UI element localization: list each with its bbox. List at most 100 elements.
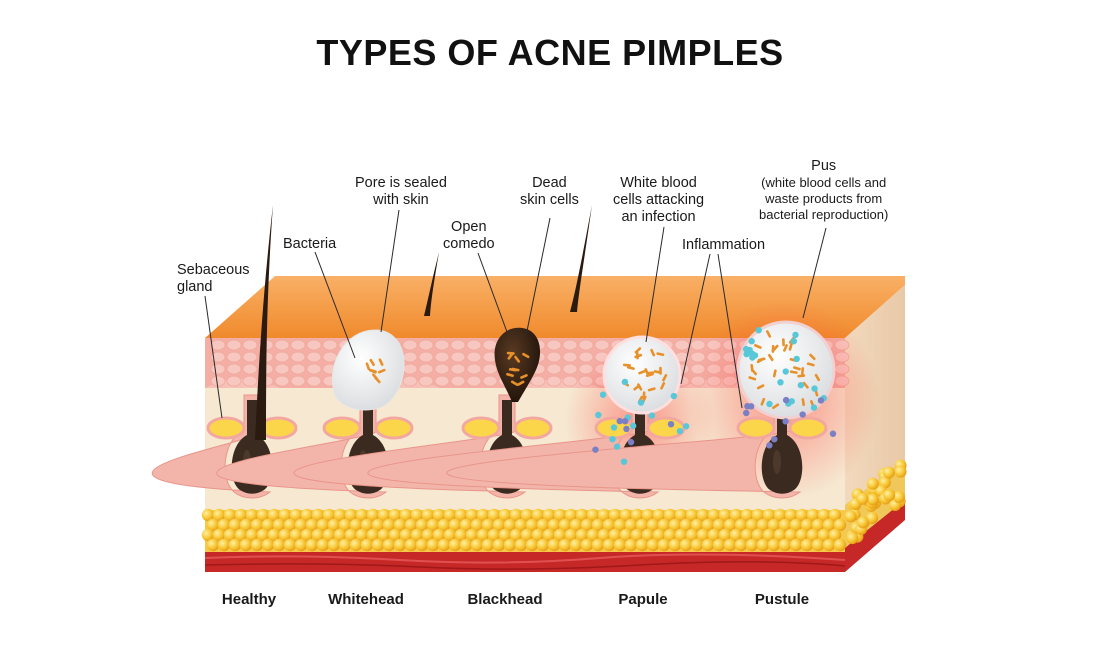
fat-cell — [256, 508, 270, 522]
fat-cell — [245, 508, 259, 522]
white-blood-cell — [817, 397, 825, 404]
fat-cell — [591, 538, 605, 552]
skin-cell — [466, 375, 482, 387]
fat-cell — [767, 518, 781, 532]
skin-cell — [578, 351, 594, 363]
fat-cell — [767, 538, 781, 552]
fat-cell — [619, 528, 633, 542]
skin-cell — [290, 351, 306, 363]
bacterium — [506, 351, 515, 355]
callout-line: Pore is sealed — [355, 175, 447, 191]
skin-cell — [482, 363, 498, 375]
white-blood-cell — [793, 355, 800, 363]
fat-cell — [751, 508, 765, 522]
fat-cell — [223, 508, 237, 522]
white-blood-cell — [744, 403, 751, 410]
fat-cell — [294, 518, 308, 532]
skin-cell — [434, 375, 450, 387]
fat-cell — [487, 508, 501, 522]
white-blood-cell — [743, 409, 750, 417]
fat-cell — [866, 493, 879, 506]
fat-cell — [316, 518, 330, 532]
skin-cell — [242, 375, 258, 387]
fat-cell — [602, 518, 616, 532]
callout-dead-skin-cells: Dead skin cells — [520, 175, 579, 209]
fat-cell — [762, 528, 776, 542]
white-blood-cell — [797, 381, 805, 389]
fat-cell — [476, 508, 490, 522]
fat-cell — [349, 538, 363, 552]
skin-cell — [274, 363, 290, 375]
fat-cell — [547, 538, 561, 552]
callout-line: comedo — [443, 236, 495, 252]
fat-cell — [300, 508, 314, 522]
stage-label-whitehead: Whitehead — [328, 591, 404, 608]
fat-cell — [613, 518, 627, 532]
fat-cell — [448, 518, 462, 532]
fat-cell — [305, 518, 319, 532]
bacterium — [662, 374, 668, 382]
fat-cell — [498, 528, 512, 542]
skin-cell — [210, 339, 226, 351]
fat-cell — [789, 518, 803, 532]
fat-cell — [388, 508, 402, 522]
callout-line: White blood — [620, 175, 697, 191]
skin-cell — [546, 351, 562, 363]
skin-cell — [402, 363, 418, 375]
fat-cell — [817, 508, 831, 522]
skin-cell — [306, 363, 322, 375]
bacterium — [369, 358, 375, 367]
white-blood-cell — [782, 368, 789, 375]
callout-line: with skin — [373, 192, 429, 208]
fat-cell — [773, 528, 787, 542]
callout-open-comedo: Open comedo — [443, 219, 495, 253]
skin-cell — [290, 339, 306, 351]
fat-cell — [217, 538, 231, 552]
leader-lines — [204, 209, 827, 419]
white-blood-cell — [771, 435, 778, 443]
white-blood-cell — [749, 354, 756, 361]
fat-cell — [344, 528, 358, 542]
fat-cell — [613, 538, 627, 552]
fat-cell — [674, 508, 688, 522]
fat-cell — [481, 518, 495, 532]
skin-cell — [546, 375, 562, 387]
fat-cell — [740, 528, 754, 542]
fat-cell — [261, 538, 275, 552]
white-blood-cell — [682, 423, 690, 430]
fat-cell — [833, 518, 847, 532]
bacterium — [369, 369, 377, 374]
white-blood-cell — [782, 396, 790, 404]
fat-cell — [492, 518, 506, 532]
fat-cell — [894, 465, 907, 478]
fat-cell — [800, 538, 814, 552]
fat-cell — [762, 508, 776, 522]
fat-cell — [294, 538, 308, 552]
bacterium — [660, 382, 666, 390]
fat-cell — [663, 508, 677, 522]
fat-cell — [630, 528, 644, 542]
fat-cell — [652, 508, 666, 522]
fat-cell — [393, 518, 407, 532]
fat-cell — [234, 508, 248, 522]
bacterium — [772, 369, 777, 378]
fat-cell — [421, 528, 435, 542]
fat-cell — [322, 508, 336, 522]
white-blood-cell — [667, 420, 675, 428]
white-blood-cell — [766, 400, 773, 408]
skin-cell — [450, 375, 466, 387]
bacterium — [750, 364, 754, 372]
fat-cell — [267, 528, 281, 542]
fat-cell — [641, 528, 655, 542]
stage-label-papule: Papule — [618, 591, 668, 608]
fat-cell — [454, 508, 468, 522]
fat-cell — [789, 538, 803, 552]
fat-cell — [646, 518, 660, 532]
fat-cell — [553, 508, 567, 522]
fat-cell — [201, 528, 215, 542]
fat-cell — [327, 518, 341, 532]
skin-cell — [690, 339, 706, 351]
fat-cell — [674, 528, 688, 542]
fat-cell — [778, 518, 792, 532]
skin-cell — [210, 351, 226, 363]
